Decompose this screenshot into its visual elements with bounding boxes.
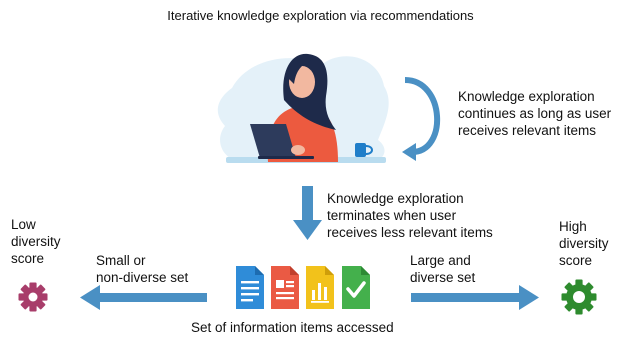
large-set-caption-line-2: diverse set (410, 270, 476, 285)
diagram-title: Iterative knowledge exploration via reco… (167, 8, 474, 23)
high-label-line-3: score (559, 253, 593, 268)
low-label-line-2: diversity (11, 234, 61, 249)
low-label-line-1: Low (11, 217, 36, 232)
high-label-line-2: diversity (559, 236, 609, 251)
low-label-line-3: score (11, 251, 45, 266)
terminate-caption-line-3: receives less relevant items (327, 225, 493, 240)
small-set-caption-line-2: non-diverse set (96, 270, 189, 285)
small-set-caption-line-1: Small or (96, 253, 146, 268)
loop-caption-line-2: continues as long as user (458, 106, 612, 121)
high-label-line-1: High (559, 219, 587, 234)
terminate-caption-line-1: Knowledge exploration (327, 191, 464, 206)
items-caption: Set of information items accessed (191, 320, 394, 335)
loop-caption-line-1: Knowledge exploration (458, 89, 595, 104)
terminate-caption-line-2: terminates when user (327, 208, 457, 223)
loop-caption-line-3: receives relevant items (458, 123, 597, 138)
large-set-caption-line-1: Large and (410, 253, 471, 268)
